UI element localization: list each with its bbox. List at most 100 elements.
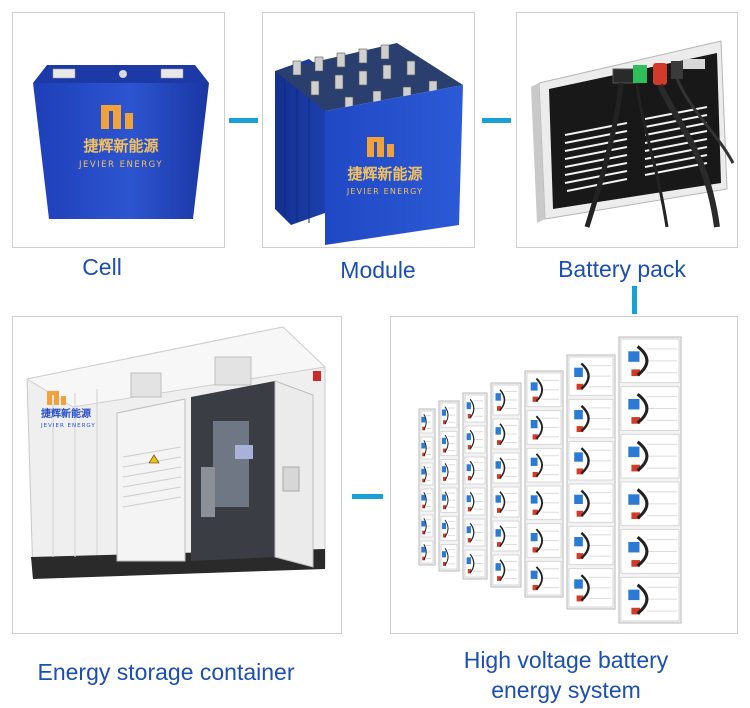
jevier-logo-module xyxy=(367,137,394,157)
cell-illustration: 捷辉新能源 JEVIER ENERGY xyxy=(33,65,209,219)
rack-terminal xyxy=(443,448,446,453)
warning-sign xyxy=(148,454,160,464)
rack-connector xyxy=(628,446,640,458)
pack-red-terminal xyxy=(653,63,667,85)
rack-terminal xyxy=(422,426,426,431)
rack-connector xyxy=(466,402,471,410)
connector-pack-system xyxy=(632,286,637,314)
rack-connector xyxy=(466,526,471,534)
container-door-left xyxy=(116,398,186,562)
rack-terminal xyxy=(631,607,641,615)
rack-terminal xyxy=(631,560,641,567)
container-logo-cn: 捷辉新能源 xyxy=(41,407,91,420)
rack-terminal xyxy=(443,561,446,566)
module-logo-en: JEVIER ENERGY xyxy=(346,187,423,196)
rack-connector xyxy=(421,416,426,423)
rack-terminal xyxy=(532,396,538,402)
rack-connector xyxy=(574,537,583,547)
rack-terminal xyxy=(467,538,472,543)
rack-terminal xyxy=(631,512,641,520)
rack-7 xyxy=(618,336,682,624)
pack-green-connector xyxy=(633,65,647,83)
connector-module-pack xyxy=(482,118,511,123)
rack-connector xyxy=(421,468,426,475)
cell-image-frame: 捷辉新能源 JEVIER ENERGY xyxy=(12,12,225,248)
module-image-frame: 捷辉新能源 JEVIER ENERGY xyxy=(262,12,475,248)
rack-terminal xyxy=(532,547,538,553)
cell-logo-en: JEVIER ENERGY xyxy=(78,160,163,170)
rack-terminal xyxy=(467,507,472,512)
rack-terminal xyxy=(631,464,641,472)
rack-terminal xyxy=(497,576,502,581)
container-beacon xyxy=(313,371,321,381)
rack-6 xyxy=(566,354,616,610)
module-illustration: 捷辉新能源 JEVIER ENERGY xyxy=(275,43,463,245)
rack-connector xyxy=(530,382,538,391)
rack-terminal xyxy=(576,510,584,517)
rack-connector xyxy=(574,410,583,420)
rack-terminal xyxy=(631,417,641,424)
jevier-logo-cell xyxy=(101,105,133,129)
rack-connector xyxy=(495,495,501,503)
rack-terminal xyxy=(497,406,502,411)
rack-terminal xyxy=(467,569,472,574)
rack-connector xyxy=(442,551,446,558)
rack-terminal xyxy=(497,440,502,445)
rack-connector xyxy=(466,495,471,503)
rack-terminal xyxy=(497,474,502,479)
rack-connector xyxy=(530,419,538,429)
rack-connector xyxy=(495,461,501,469)
cell-terminal-left xyxy=(52,68,76,79)
rack-connector xyxy=(574,452,583,462)
rack-connector xyxy=(466,557,471,565)
rack-connector xyxy=(442,522,446,530)
rack-connector xyxy=(421,520,426,527)
high-voltage-caption: High voltage battery energy system xyxy=(463,647,669,703)
container-illustration: 捷辉新能源 JEVIER ENERGY xyxy=(25,326,327,579)
cell-terminal-right xyxy=(160,68,184,79)
rack-terminal xyxy=(422,530,426,535)
rack-terminal xyxy=(576,383,584,390)
rack-terminal xyxy=(422,556,426,561)
rack-connector xyxy=(495,393,501,401)
rack-connector xyxy=(442,494,446,501)
rack-connector xyxy=(421,546,426,553)
rack-connector xyxy=(466,433,471,441)
cell-logo-cn: 捷辉新能源 xyxy=(83,137,158,155)
rack-5 xyxy=(524,370,564,598)
rack-connector xyxy=(628,589,640,601)
rack-connector xyxy=(574,579,583,589)
module-logo-cn: 捷辉新能源 xyxy=(347,165,422,183)
connector-cell-module xyxy=(229,118,258,123)
rack-3 xyxy=(462,392,488,580)
jevier-logo-container xyxy=(47,391,66,405)
rack-terminal xyxy=(497,508,502,513)
rack-connector xyxy=(530,457,538,466)
rack-terminal xyxy=(532,471,538,478)
rack-terminal xyxy=(467,414,472,419)
rack-4 xyxy=(490,382,522,588)
high-voltage-illustration xyxy=(418,336,682,624)
rack-terminal xyxy=(422,478,426,483)
rack-terminal xyxy=(532,434,538,440)
rack-terminal xyxy=(576,426,584,433)
rack-connector xyxy=(495,427,501,435)
battery-pack-image-frame xyxy=(516,12,738,248)
high-voltage-image-frame xyxy=(390,316,738,634)
rack-connector xyxy=(421,442,426,449)
rack-connector xyxy=(530,570,538,579)
cell-caption: Cell xyxy=(82,254,122,280)
rack-terminal xyxy=(422,504,426,509)
container-logo-en: JEVIER ENERGY xyxy=(40,423,96,429)
rack-terminal xyxy=(467,476,472,481)
module-caption: Module xyxy=(340,257,416,283)
rack-connector xyxy=(421,494,426,501)
rack-connector xyxy=(530,532,538,542)
battery-pack-caption: Battery pack xyxy=(558,256,686,282)
rack-connector xyxy=(530,495,538,504)
rack-connector xyxy=(495,563,501,571)
rack-terminal xyxy=(631,369,641,377)
connector-system-container xyxy=(352,494,383,499)
module-terminals xyxy=(292,44,438,110)
rack-terminal xyxy=(497,542,502,547)
